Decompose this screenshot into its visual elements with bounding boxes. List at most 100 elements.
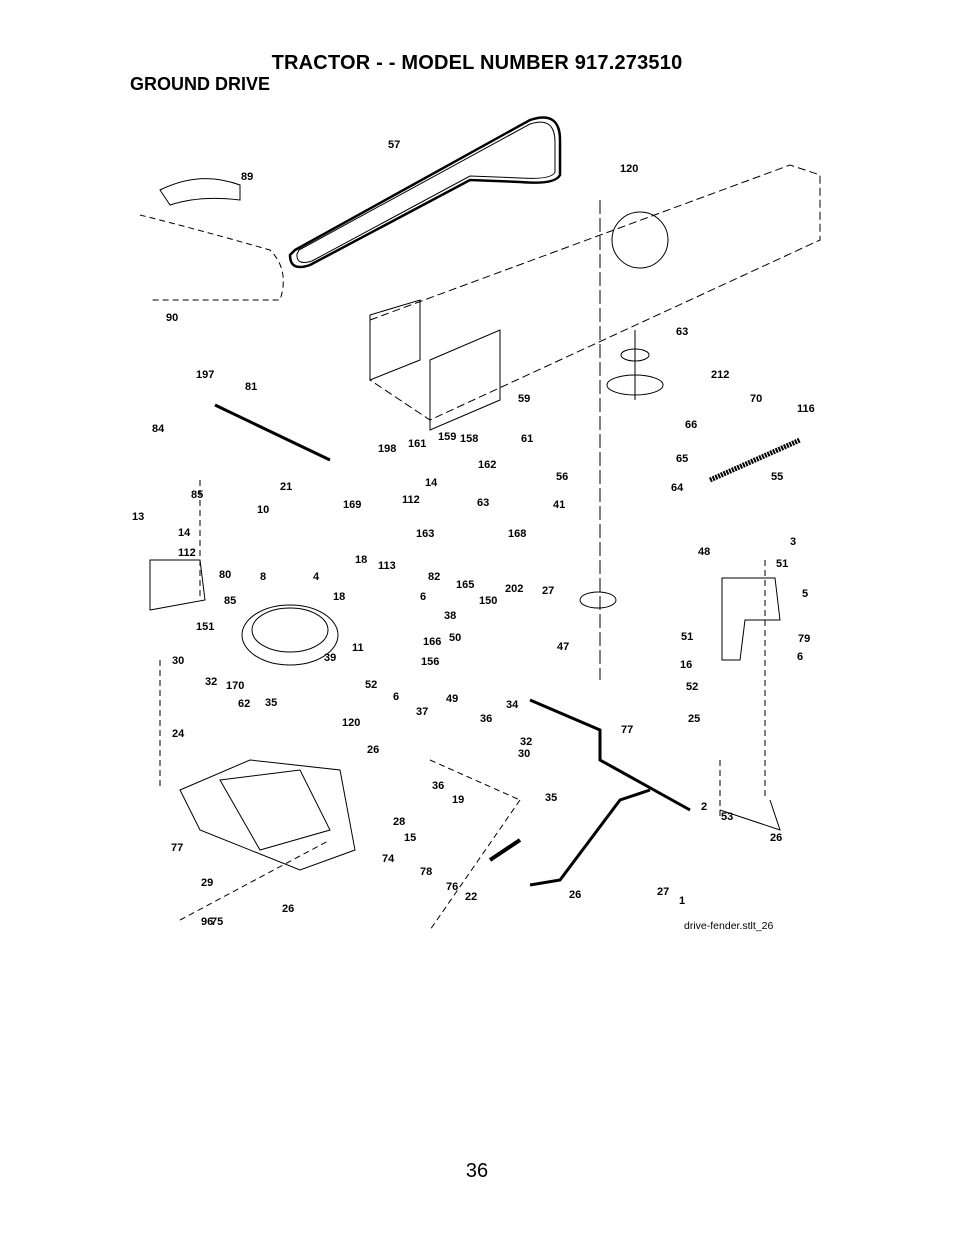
callout-85: 85 [191,489,203,501]
callout-14: 14 [178,527,191,539]
callout-158: 158 [460,433,478,445]
callout-55: 55 [771,471,783,483]
callout-116: 116 [797,403,815,415]
callout-78: 78 [420,866,432,878]
callout-56: 56 [556,471,568,483]
callout-70: 70 [750,393,762,405]
callout-75: 75 [211,916,223,928]
callout-15: 15 [404,832,416,844]
rod-34 [529,698,691,812]
callout-52: 52 [365,679,377,691]
callout-202: 202 [505,583,523,595]
callout-49: 49 [446,693,458,705]
callout-51: 51 [681,631,693,643]
callout-84: 84 [152,423,165,435]
transaxle-1 [179,759,356,871]
callout-1: 1 [679,895,685,907]
callout-76: 76 [446,881,458,893]
callout-159: 159 [438,431,456,443]
callout-38: 38 [444,610,456,622]
callout-79: 79 [798,633,810,645]
callout-27: 27 [542,585,554,597]
callout-34: 34 [506,699,519,711]
callout-51: 51 [776,558,788,570]
pulley-3 [241,604,339,666]
callout-32: 32 [205,676,217,688]
callout-198: 198 [378,443,396,455]
callout-62: 62 [238,698,250,710]
bracket-80 [149,559,206,611]
callout-25: 25 [688,713,700,725]
callout-113: 113 [378,560,396,572]
callout-112: 112 [402,494,420,506]
callout-16: 16 [680,659,692,671]
callout-161: 161 [408,438,426,450]
callout-48: 48 [698,546,710,558]
callout-74: 74 [382,853,395,865]
callout-81: 81 [245,381,257,393]
callout-24: 24 [172,728,185,740]
rod-81 [214,403,331,462]
callout-170: 170 [226,680,244,692]
callout-19: 19 [452,794,464,806]
callout-26: 26 [367,744,379,756]
callout-50: 50 [449,632,461,644]
callout-36: 36 [480,713,492,725]
callout-13: 13 [132,511,144,523]
callout-10: 10 [257,504,269,516]
callout-59: 59 [518,393,530,405]
callout-63: 63 [477,497,489,509]
callout-120: 120 [342,717,360,729]
callout-82: 82 [428,571,440,583]
callout-6: 6 [393,691,399,703]
page-title: TRACTOR - - MODEL NUMBER 917.273510 [271,52,683,74]
pulley-38 [579,591,617,609]
spring-55 [708,437,802,483]
fender-89 [159,178,241,206]
callout-28: 28 [393,816,405,828]
callout-18: 18 [355,554,367,566]
callout-165: 165 [456,579,474,591]
callout-120: 120 [620,163,638,175]
callout-26: 26 [569,889,581,901]
callout-66: 66 [685,419,697,431]
section-title: GROUND DRIVE [130,74,271,94]
callout-90: 90 [166,312,178,324]
tractor-frame [369,164,821,421]
callout-57: 57 [388,139,400,151]
callout-52: 52 [686,681,698,693]
callout-169: 169 [343,499,361,511]
callout-53: 53 [721,811,733,823]
callout-197: 197 [196,369,214,381]
callout-18: 18 [333,591,345,603]
callout-30: 30 [518,748,530,760]
belt-57 [288,116,562,269]
callout-26: 26 [770,832,782,844]
callout-26: 26 [282,903,294,915]
callout-22: 22 [465,891,477,903]
callout-6: 6 [797,651,803,663]
callout-156: 156 [421,656,439,668]
callout-11: 11 [352,642,364,654]
callout-35: 35 [265,697,277,709]
callout-63: 63 [676,326,688,338]
callout-4: 4 [313,571,320,583]
callout-89: 89 [241,171,253,183]
callout-3: 3 [790,536,796,548]
callout-64: 64 [671,482,684,494]
callout-37: 37 [416,706,428,718]
callout-6: 6 [420,591,426,603]
callout-29: 29 [201,877,213,889]
callout-14: 14 [425,477,438,489]
callout-77: 77 [171,842,183,854]
callout-27: 27 [657,886,669,898]
callout-2: 2 [701,801,707,813]
page-number: 36 [465,1160,489,1182]
bracket-48 [721,577,781,661]
callout-41: 41 [553,499,565,511]
callout-112: 112 [178,547,196,559]
callout-151: 151 [196,621,214,633]
callout-32: 32 [520,736,532,748]
